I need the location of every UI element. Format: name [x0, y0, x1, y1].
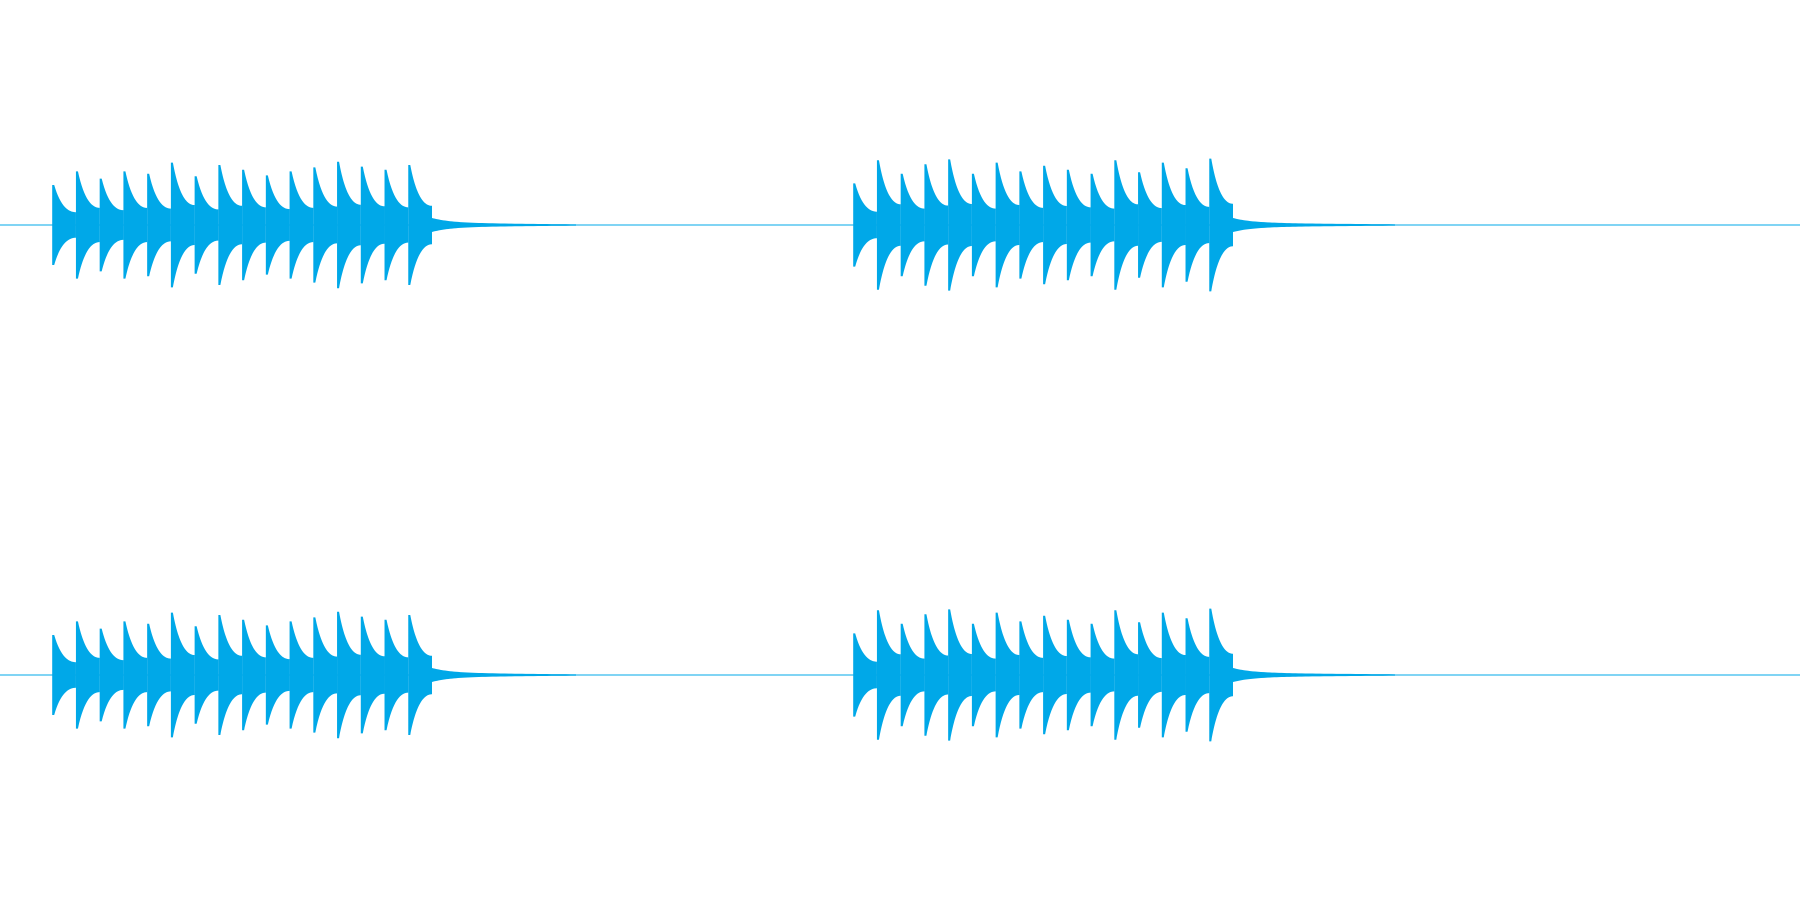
pulse: [360, 616, 385, 734]
pulse: [194, 176, 219, 274]
pulse: [337, 611, 361, 739]
pulse: [147, 173, 171, 277]
pulse: [75, 621, 100, 729]
pulse: [853, 633, 877, 717]
pulse: [1090, 173, 1115, 277]
pulse: [123, 171, 148, 279]
burst-1: [52, 611, 576, 739]
pulse: [265, 625, 290, 725]
pulse: [384, 619, 409, 731]
pulse: [876, 160, 901, 290]
pulse: [900, 623, 925, 727]
pulse: [1185, 618, 1210, 732]
pulse: [75, 171, 100, 279]
burst-1: [52, 161, 576, 289]
pulse: [1138, 172, 1162, 278]
pulse: [995, 612, 1020, 738]
pulse: [876, 610, 901, 740]
pulse: [194, 626, 219, 724]
pulse: [52, 185, 76, 265]
pulse: [1043, 165, 1067, 285]
pulse: [147, 623, 171, 727]
pulse: [1161, 612, 1186, 738]
pulse: [123, 621, 148, 729]
pulse: [313, 617, 338, 733]
burst-tail: [1233, 668, 1395, 682]
pulse: [218, 165, 243, 285]
pulse: [1043, 615, 1067, 735]
pulse: [360, 166, 385, 284]
pulse: [170, 612, 195, 738]
pulse: [265, 175, 290, 275]
channel-2: [0, 608, 1800, 742]
pulse: [1019, 171, 1044, 279]
pulse: [313, 167, 338, 283]
pulse: [52, 635, 76, 715]
pulse: [289, 171, 314, 279]
pulse: [1114, 610, 1139, 740]
pulse: [242, 169, 266, 281]
pulse: [1161, 162, 1186, 288]
pulse: [408, 615, 432, 735]
pulse: [1209, 158, 1233, 292]
pulse: [971, 623, 996, 727]
pulse: [1066, 169, 1091, 281]
pulse: [99, 628, 124, 722]
pulse: [1209, 608, 1233, 742]
pulse: [1138, 622, 1162, 728]
pulse: [289, 621, 314, 729]
pulse: [218, 615, 243, 735]
pulse: [924, 164, 949, 286]
pulse: [1019, 621, 1044, 729]
pulse: [1114, 160, 1139, 290]
pulse: [170, 162, 195, 288]
pulse: [995, 162, 1020, 288]
burst-tail: [432, 218, 576, 232]
burst-2: [853, 608, 1395, 742]
burst-tail: [432, 668, 576, 682]
pulse: [948, 159, 972, 291]
burst-2: [853, 158, 1395, 292]
pulse: [99, 178, 124, 272]
pulse: [384, 169, 409, 281]
channel-1: [0, 158, 1800, 292]
pulse: [900, 173, 925, 277]
pulse: [971, 173, 996, 277]
pulse: [853, 183, 877, 267]
pulse: [1066, 619, 1091, 731]
pulse: [337, 161, 361, 289]
pulse: [1185, 168, 1210, 282]
pulse: [242, 619, 266, 731]
burst-tail: [1233, 218, 1395, 232]
pulse: [948, 609, 972, 741]
pulse: [924, 614, 949, 736]
pulse: [1090, 623, 1115, 727]
pulse: [408, 165, 432, 285]
